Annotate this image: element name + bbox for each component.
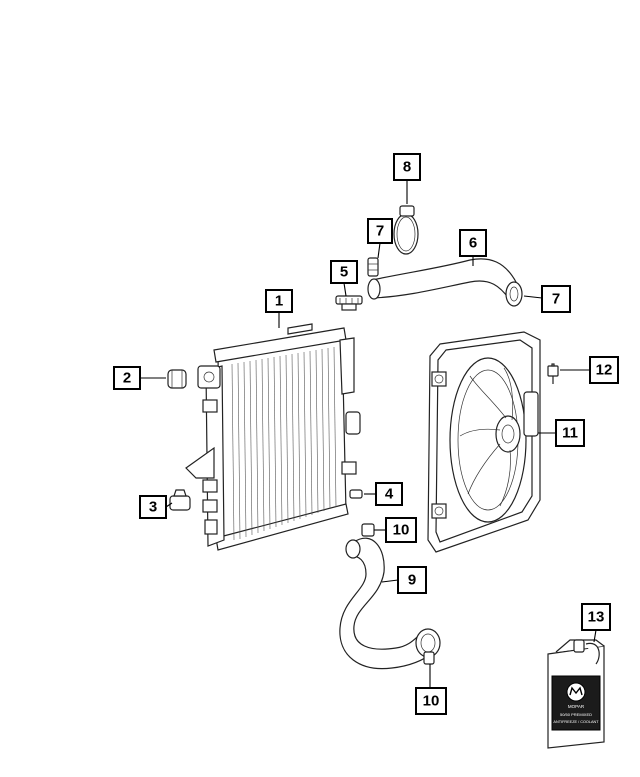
callout-7a: 7 (367, 218, 393, 244)
callout-label-1: 1 (275, 293, 283, 310)
callout-label-3: 3 (149, 499, 157, 516)
drain-plug (169, 489, 191, 511)
callout-10b: 10 (415, 687, 447, 715)
leader-7b (523, 295, 543, 299)
hose-clamp-lower-10 (423, 651, 435, 665)
callout-2: 2 (113, 366, 141, 390)
callout-11: 11 (555, 419, 585, 447)
leader-lines (140, 180, 597, 688)
callout-label-12: 12 (596, 362, 613, 379)
callout-4: 4 (375, 482, 403, 506)
callout-5: 5 (330, 260, 358, 284)
leader-9 (381, 579, 399, 583)
callout-13: 13 (581, 603, 611, 631)
coolant-jug: MOPAR 50/50 PREMIXED ANTIFREEZE / COOLAN… (547, 639, 605, 749)
hose-clamp-top (367, 257, 379, 277)
upper-hose (367, 258, 523, 307)
jug-brand-text: MOPAR (568, 704, 585, 709)
callout-label-10b: 10 (423, 693, 440, 710)
callout-label-5: 5 (340, 264, 348, 281)
fitting-4 (349, 489, 363, 499)
callout-8: 8 (393, 153, 421, 181)
callout-7b: 7 (541, 285, 571, 313)
callout-9: 9 (397, 566, 427, 594)
jug-label-line1: 50/50 PREMIXED (560, 712, 592, 717)
callout-label-11: 11 (562, 425, 578, 442)
callout-label-9: 9 (408, 572, 416, 589)
callout-label-2: 2 (123, 370, 131, 387)
callout-3: 3 (139, 495, 167, 519)
callout-label-13: 13 (588, 609, 605, 626)
leader-13 (593, 629, 597, 643)
callout-6: 6 (459, 229, 487, 257)
radiator (185, 323, 361, 551)
callout-10a: 10 (385, 517, 417, 543)
jug-label-line2: ANTIFREEZE / COOLANT (553, 720, 599, 724)
hose-clamp-upper-10 (361, 523, 375, 537)
radiator-cap (335, 295, 363, 311)
bolt (547, 363, 559, 384)
callout-label-8: 8 (403, 159, 411, 176)
fan-shroud (427, 331, 541, 553)
callout-label-4: 4 (385, 486, 394, 503)
grommet (167, 369, 187, 389)
lower-hose (339, 537, 441, 670)
callout-label-7a: 7 (376, 223, 384, 240)
leader-5 (343, 282, 347, 297)
callout-12: 12 (589, 356, 619, 384)
callout-label-7b: 7 (552, 291, 560, 308)
callout-label-10a: 10 (393, 522, 410, 539)
callout-label-6: 6 (469, 235, 477, 252)
clamp-ring (393, 205, 419, 255)
leader-7a (377, 242, 381, 259)
callout-1: 1 (265, 289, 293, 313)
